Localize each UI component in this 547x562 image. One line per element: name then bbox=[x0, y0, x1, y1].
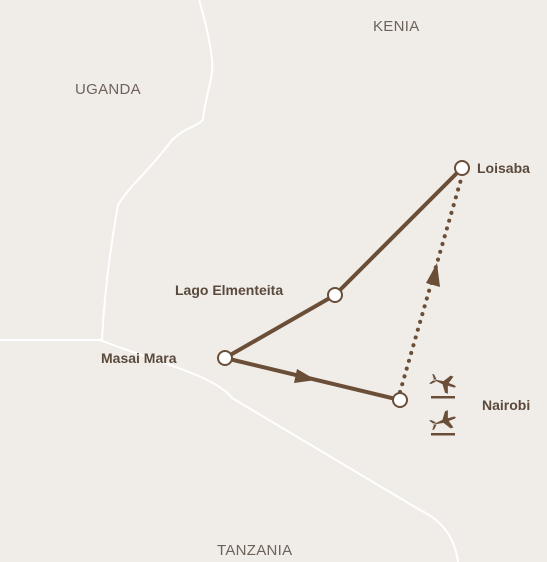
airplane-icon bbox=[429, 373, 456, 399]
direction-arrow-road bbox=[294, 369, 316, 383]
country-label-kenia: KENIA bbox=[373, 18, 420, 35]
marker-nairobi bbox=[392, 392, 408, 408]
marker-lago-elmenteita bbox=[327, 287, 343, 303]
marker-loisaba bbox=[454, 160, 470, 176]
place-label-masai-mara: Masai Mara bbox=[101, 350, 177, 366]
country-label-uganda: UGANDA bbox=[75, 81, 141, 98]
tanzania-kenya-border bbox=[0, 339, 459, 562]
route-masai-mara-to-lago-elmenteita bbox=[223, 293, 337, 360]
direction-arrow-flight bbox=[426, 263, 440, 287]
place-label-nairobi: Nairobi bbox=[482, 397, 531, 413]
place-label-loisaba: Loisaba bbox=[477, 160, 530, 176]
route-lago-elmenteita-to-loisaba bbox=[333, 166, 464, 297]
place-label-lago-elmenteita: Lago Elmenteita bbox=[175, 282, 284, 298]
country-label-tanzania: TANZANIA bbox=[217, 542, 293, 559]
marker-masai-mara bbox=[217, 350, 233, 366]
airplane-icon bbox=[429, 410, 456, 436]
uganda-kenya-border bbox=[101, 0, 214, 341]
